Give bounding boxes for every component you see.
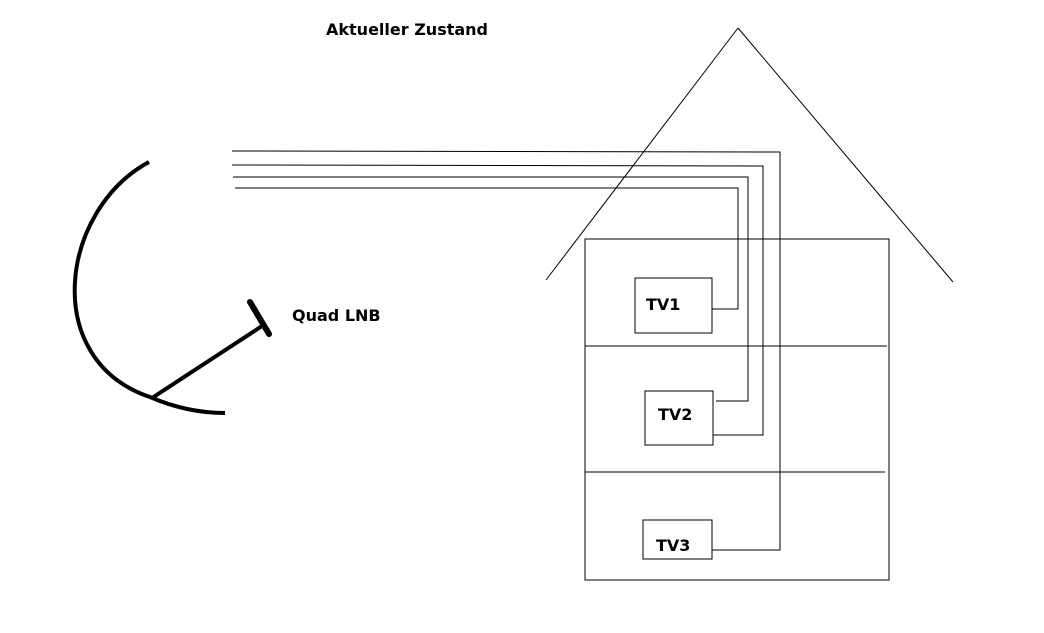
- cables: [231, 150, 781, 551]
- tv-label: TV2: [658, 405, 692, 424]
- roof-left: [545, 27, 739, 281]
- house-outline: [584, 238, 890, 581]
- tv-box: [642, 519, 713, 560]
- tv-2: TV2: [644, 390, 714, 446]
- cable-2: [231, 164, 764, 436]
- tv-box: [644, 390, 714, 446]
- tv-1: TV1: [634, 277, 713, 334]
- dish-reflector: [72, 160, 226, 415]
- lnb-arm: [150, 324, 264, 400]
- lnb-head: [247, 299, 272, 337]
- cable-1: [231, 150, 781, 551]
- house-roof: [545, 27, 954, 283]
- house-body: [584, 238, 890, 581]
- cable-4: [235, 187, 739, 310]
- cable-3: [233, 176, 749, 402]
- diagram-title: Aktueller Zustand: [326, 20, 488, 39]
- tv-label: TV1: [646, 295, 680, 314]
- lnb-label: Quad LNB: [292, 306, 381, 325]
- tv-box: [634, 277, 713, 334]
- roof-right: [737, 27, 954, 283]
- satellite-dish: [72, 160, 272, 415]
- tv-label: TV3: [656, 536, 690, 555]
- tv-3: TV3: [642, 519, 713, 560]
